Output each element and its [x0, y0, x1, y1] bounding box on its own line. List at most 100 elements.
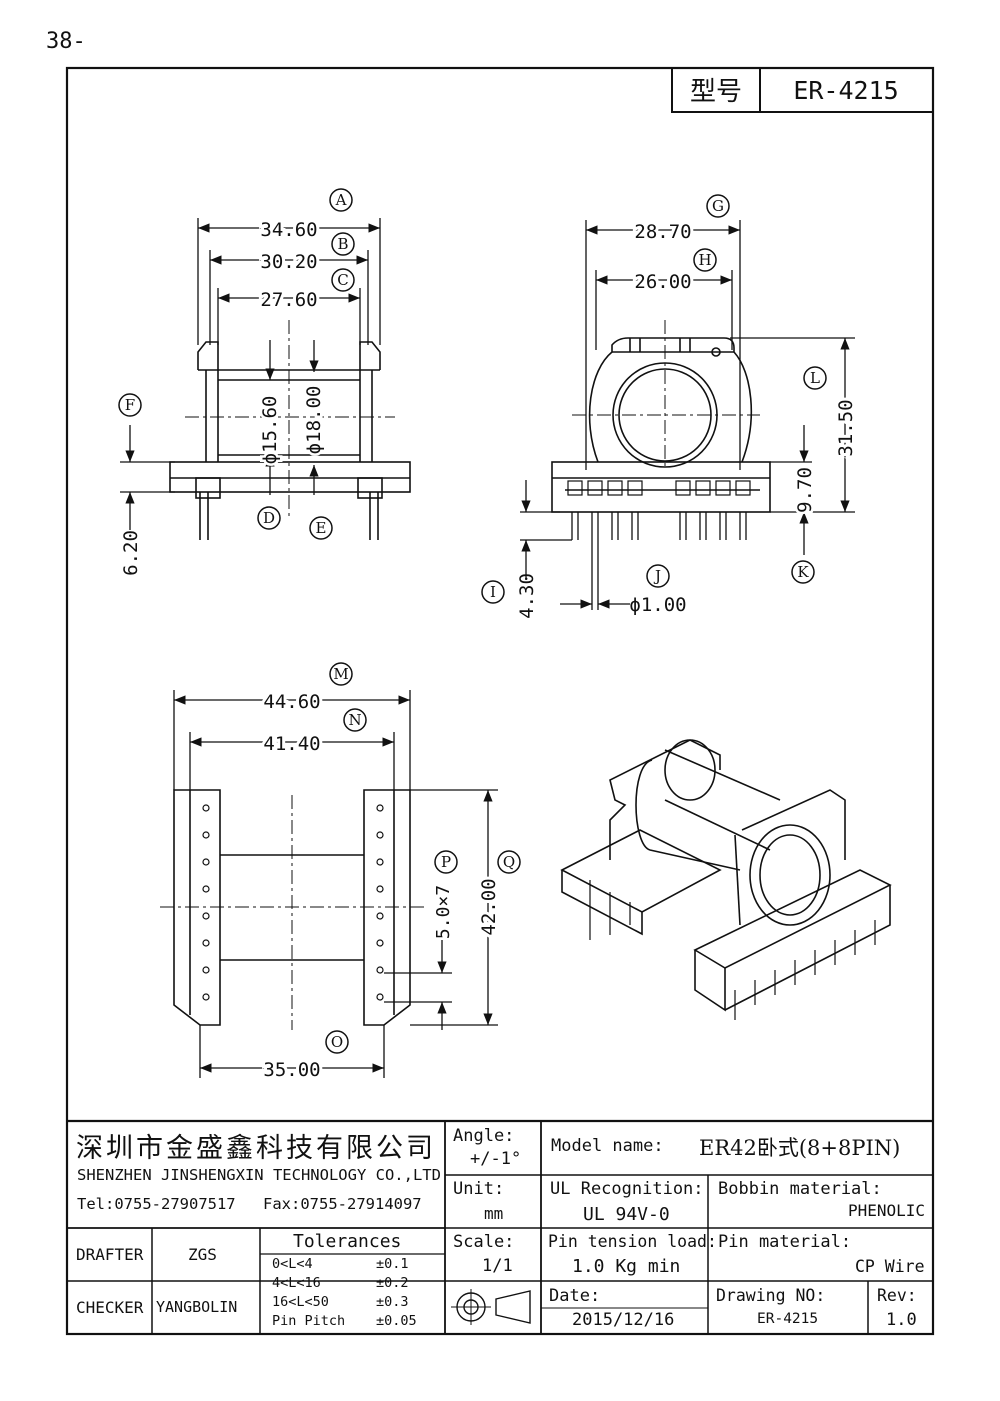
type-label: 型号 — [690, 77, 742, 107]
front-view-labels: 34.60 30.20 27.60 ϕ15.60 ϕ18.00 6.20 — [120, 216, 328, 576]
letter-j-circle — [646, 564, 670, 588]
projection-symbol-icon — [451, 1289, 531, 1325]
letter-o: O — [331, 1033, 343, 1051]
side-view — [551, 320, 771, 540]
dim-i-value: 4.30 — [516, 573, 538, 619]
title-block-grid — [67, 1119, 933, 1334]
type-header: 型号 ER-4215 — [671, 67, 934, 113]
dim-f-value: 6.20 — [120, 530, 142, 576]
tolerance-range-2: 16<L<50 — [272, 1294, 329, 1310]
scale-label: Scale: — [453, 1232, 515, 1252]
pin-tension-value: 1.0 Kg min — [572, 1256, 681, 1277]
letter-p: P — [441, 853, 451, 871]
side-view-labels: 28.70 26.00 31.50 9.70 4.30 ϕ1.00 — [516, 218, 860, 619]
dim-m-value: 44.60 — [263, 691, 320, 713]
drawing-no-value: ER-4215 — [757, 1311, 819, 1327]
company-fax: Fax:0755-27914097 — [263, 1195, 422, 1213]
letter-q: Q — [503, 853, 515, 871]
drafter-label: DRAFTER — [76, 1245, 144, 1264]
unit-value: mm — [484, 1204, 504, 1223]
dim-g-value: 28.70 — [634, 221, 691, 243]
checker-value: YANGBOLIN — [156, 1298, 238, 1316]
tolerance-value-2: ±0.3 — [376, 1294, 409, 1310]
dim-n-value: 41.40 — [263, 733, 320, 755]
letter-g-circle — [706, 194, 730, 218]
letter-l: L — [810, 369, 820, 387]
model-value: ER42卧式(8+8PIN) — [699, 1136, 901, 1160]
pin-material-label: Pin material: — [718, 1232, 852, 1252]
dim-c-value: 27.60 — [260, 289, 317, 311]
isometric-view — [560, 739, 892, 1020]
bottom-view — [160, 789, 425, 1030]
drawing-frame — [65, 66, 935, 1336]
letter-m: M — [333, 665, 348, 683]
dim-d-value: ϕ15.60 — [259, 396, 281, 465]
letter-p-circle — [434, 850, 458, 874]
circled-label-text: A B C D E F G H I J K L M N O P Q — [125, 191, 820, 1051]
side-view-dimensions — [520, 220, 855, 610]
letter-q-circle — [497, 850, 521, 874]
letter-f-circle — [118, 393, 142, 417]
page-number: 38- — [46, 29, 86, 54]
letter-a: A — [335, 191, 347, 209]
checker-label: CHECKER — [76, 1298, 144, 1317]
letter-e: E — [316, 519, 327, 537]
rev-label: Rev: — [877, 1286, 917, 1305]
letter-d: D — [263, 509, 275, 527]
bobbin-label: Bobbin material: — [718, 1179, 882, 1199]
letter-h-circle — [693, 248, 717, 272]
dim-b-value: 30.20 — [260, 251, 317, 273]
letter-k-circle — [791, 560, 815, 584]
bottom-view-dimensions — [173, 690, 498, 1078]
date-value: 2015/12/16 — [572, 1310, 675, 1330]
letter-e-circle — [309, 516, 333, 540]
company-name-cn: 深圳市金盛鑫科技有限公司 — [76, 1133, 436, 1164]
tolerance-value-1: ±0.2 — [376, 1275, 409, 1291]
letter-n-circle — [343, 708, 367, 732]
dim-j-value: ϕ1.00 — [629, 594, 686, 616]
tolerance-range-0: 0<L<4 — [272, 1256, 313, 1272]
letter-f: F — [125, 396, 135, 414]
letter-b: B — [337, 235, 348, 253]
tolerance-value-0: ±0.1 — [376, 1256, 409, 1272]
letter-i-circle — [481, 580, 505, 604]
date-label: Date: — [549, 1286, 601, 1306]
front-view — [169, 320, 411, 540]
tolerance-value-3: ±0.05 — [376, 1313, 417, 1329]
drafter-value: ZGS — [188, 1245, 217, 1264]
model-label: Model name: — [551, 1136, 664, 1156]
letter-k: K — [797, 563, 809, 581]
letter-n: N — [348, 711, 361, 729]
unit-label: Unit: — [453, 1179, 505, 1199]
dim-h-value: 26.00 — [634, 271, 691, 293]
letter-c-circle — [331, 268, 355, 292]
drawing-no-label: Drawing NO: — [716, 1286, 826, 1305]
letter-d-circle — [257, 506, 281, 530]
letter-l-circle — [803, 366, 827, 390]
tolerances-label: Tolerances — [293, 1231, 402, 1252]
company-tel: Tel:0755-27907517 — [77, 1195, 236, 1213]
letter-b-circle — [331, 232, 355, 256]
rev-value: 1.0 — [886, 1310, 917, 1330]
letter-i: I — [490, 583, 496, 601]
letter-c: C — [337, 271, 348, 289]
letter-o-circle — [325, 1030, 349, 1054]
circled-labels — [118, 188, 827, 1054]
bobbin-value: PHENOLIC — [848, 1201, 926, 1220]
dim-p-value: 5.0×7 — [433, 885, 454, 939]
dim-a-value: 34.60 — [260, 219, 317, 241]
tolerance-range-3: Pin Pitch — [272, 1313, 346, 1329]
letter-a-circle — [329, 188, 353, 212]
dim-e-value: ϕ18.00 — [303, 386, 325, 455]
bottom-view-labels: 44.60 41.40 35.00 42.00 5.0×7 — [260, 688, 503, 1084]
dim-o-value: 35.00 — [263, 1059, 320, 1081]
front-view-dimensions — [120, 218, 381, 530]
company-name-en: SHENZHEN JINSHENGXIN TECHNOLOGY CO.,LTD — [77, 1166, 441, 1184]
dim-q-value: 42.00 — [478, 878, 500, 935]
ul-value: UL 94V-0 — [583, 1204, 670, 1225]
pin-material-value: CP Wire — [855, 1257, 925, 1276]
letter-m-circle — [329, 662, 353, 686]
letter-j: J — [653, 567, 661, 585]
dim-l-value: 31.50 — [835, 399, 857, 456]
